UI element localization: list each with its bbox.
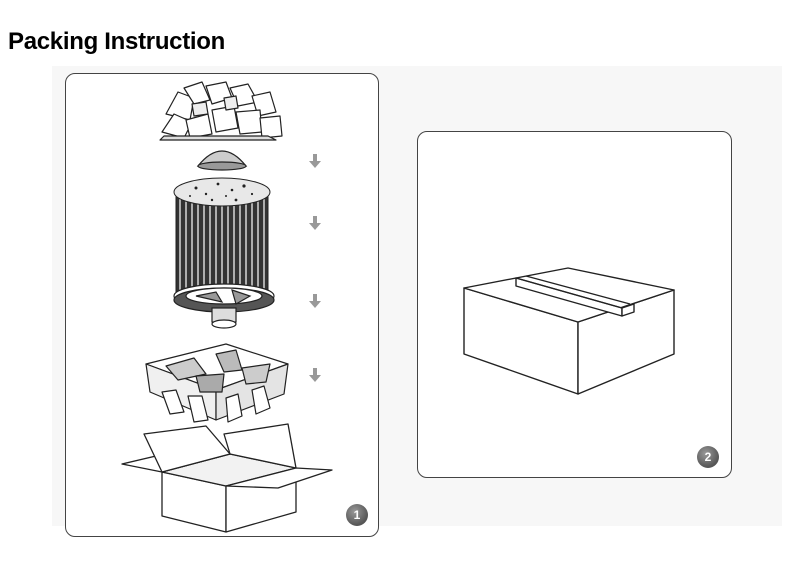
packing-tray-icon xyxy=(145,343,289,423)
down-arrow-icon xyxy=(309,368,321,382)
page-title: Packing Instruction xyxy=(8,28,226,55)
step-1-illustration xyxy=(121,81,333,533)
reflector-icon xyxy=(173,283,275,329)
step-badge: 2 xyxy=(697,446,719,468)
step-2-panel: 2 xyxy=(417,131,732,478)
down-arrow-icon xyxy=(309,216,321,230)
lens-dome-icon xyxy=(196,150,248,171)
foam-chips-icon xyxy=(159,81,283,141)
step-badge: 1 xyxy=(346,504,368,526)
closed-box-icon xyxy=(463,267,675,395)
heatsink-icon xyxy=(173,177,271,303)
down-arrow-icon xyxy=(309,154,321,168)
step-2-illustration xyxy=(463,267,675,395)
step-1-panel: 1 xyxy=(65,73,379,537)
open-box-icon xyxy=(121,423,333,533)
down-arrow-icon xyxy=(309,294,321,308)
